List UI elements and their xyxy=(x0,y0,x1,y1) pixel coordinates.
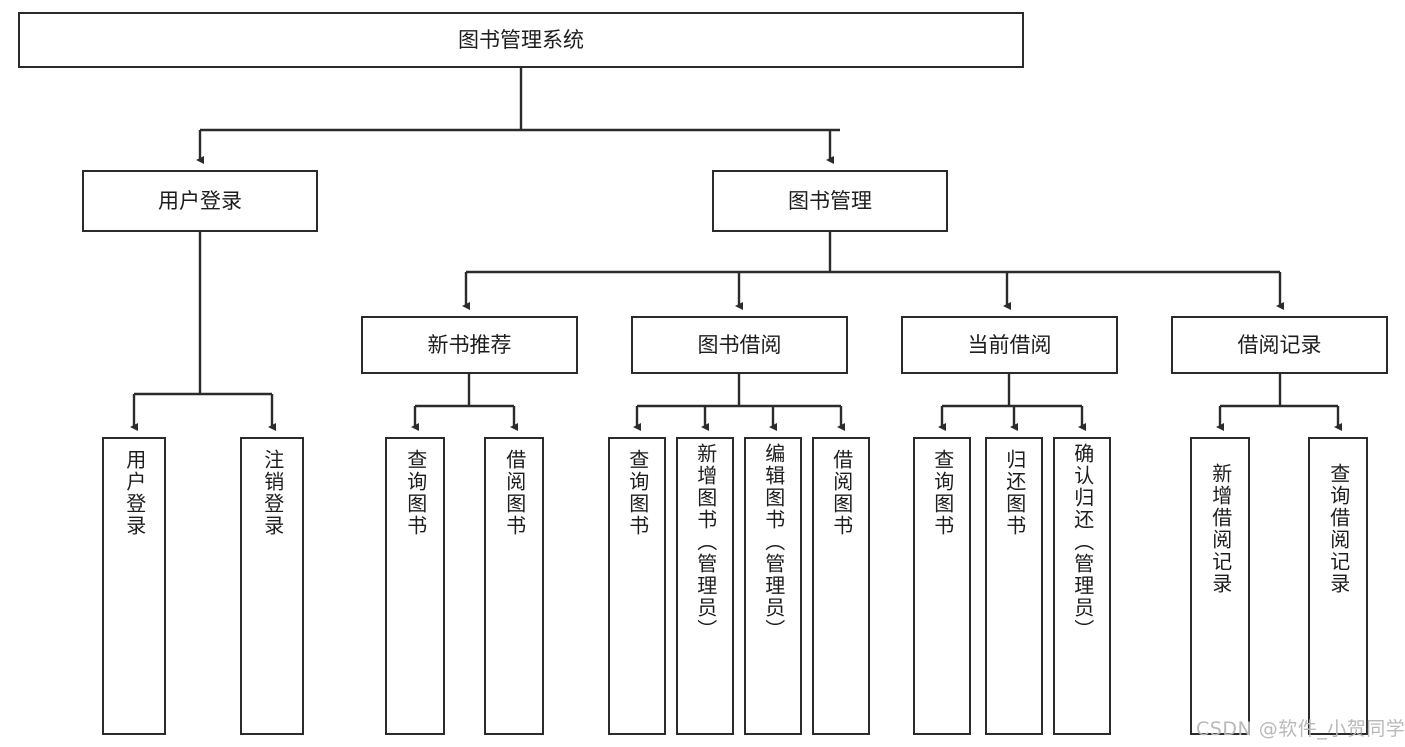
node-leaf-rec-query-book-label: 查询图书 xyxy=(403,449,428,537)
node-new-book-rec-label: 新书推荐 xyxy=(427,332,512,357)
node-book-manage-label: 图书管理 xyxy=(788,188,872,213)
node-book-manage[interactable]: 图书管理 xyxy=(712,170,948,232)
node-leaf-user-login-label: 用户登录 xyxy=(122,449,147,537)
node-user-login[interactable]: 用户登录 xyxy=(82,170,318,232)
node-leaf-borrow-add-book-label: 新增图书（管理员） xyxy=(693,443,718,641)
node-borrow-record[interactable]: 借阅记录 xyxy=(1171,316,1388,374)
node-leaf-current-return-book-label: 归还图书 xyxy=(1002,449,1027,537)
node-root[interactable]: 图书管理系统 xyxy=(18,12,1024,68)
node-leaf-record-query-label: 查询借阅记录 xyxy=(1326,463,1351,595)
node-leaf-current-confirm-return-label: 确认归还（管理员） xyxy=(1070,443,1095,641)
node-leaf-borrow-edit-book[interactable]: 编辑图书（管理员） xyxy=(744,437,802,735)
node-user-login-label: 用户登录 xyxy=(158,188,242,213)
node-leaf-rec-query-book[interactable]: 查询图书 xyxy=(385,437,445,735)
node-book-borrow[interactable]: 图书借阅 xyxy=(631,316,848,374)
node-leaf-current-query-book[interactable]: 查询图书 xyxy=(913,437,971,735)
node-current-borrow-label: 当前借阅 xyxy=(967,332,1052,357)
node-leaf-current-confirm-return[interactable]: 确认归还（管理员） xyxy=(1053,437,1111,735)
node-leaf-rec-borrow-book-label: 借阅图书 xyxy=(502,449,527,537)
node-leaf-borrow-add-book[interactable]: 新增图书（管理员） xyxy=(676,437,734,735)
node-leaf-borrow-edit-book-label: 编辑图书（管理员） xyxy=(761,443,786,641)
node-leaf-borrow-borrow-book[interactable]: 借阅图书 xyxy=(812,437,870,735)
node-leaf-borrow-query-book[interactable]: 查询图书 xyxy=(608,437,666,735)
node-leaf-user-login[interactable]: 用户登录 xyxy=(102,437,166,735)
node-leaf-current-query-book-label: 查询图书 xyxy=(930,449,955,537)
node-leaf-borrow-query-book-label: 查询图书 xyxy=(625,449,650,537)
node-leaf-current-return-book[interactable]: 归还图书 xyxy=(985,437,1043,735)
node-leaf-user-logout[interactable]: 注销登录 xyxy=(240,437,304,735)
node-borrow-record-label: 借阅记录 xyxy=(1237,332,1322,357)
node-leaf-borrow-borrow-book-label: 借阅图书 xyxy=(829,449,854,537)
node-current-borrow[interactable]: 当前借阅 xyxy=(901,316,1118,374)
node-leaf-record-add[interactable]: 新增借阅记录 xyxy=(1190,437,1250,735)
node-leaf-user-logout-label: 注销登录 xyxy=(260,449,285,537)
node-root-label: 图书管理系统 xyxy=(458,27,584,52)
csdn-watermark: CSDN @软件_小贺同学 xyxy=(1196,718,1405,740)
node-leaf-record-query[interactable]: 查询借阅记录 xyxy=(1308,437,1368,735)
node-book-borrow-label: 图书借阅 xyxy=(697,332,782,357)
node-leaf-record-add-label: 新增借阅记录 xyxy=(1208,463,1233,595)
node-new-book-rec[interactable]: 新书推荐 xyxy=(361,316,578,374)
node-leaf-rec-borrow-book[interactable]: 借阅图书 xyxy=(484,437,544,735)
